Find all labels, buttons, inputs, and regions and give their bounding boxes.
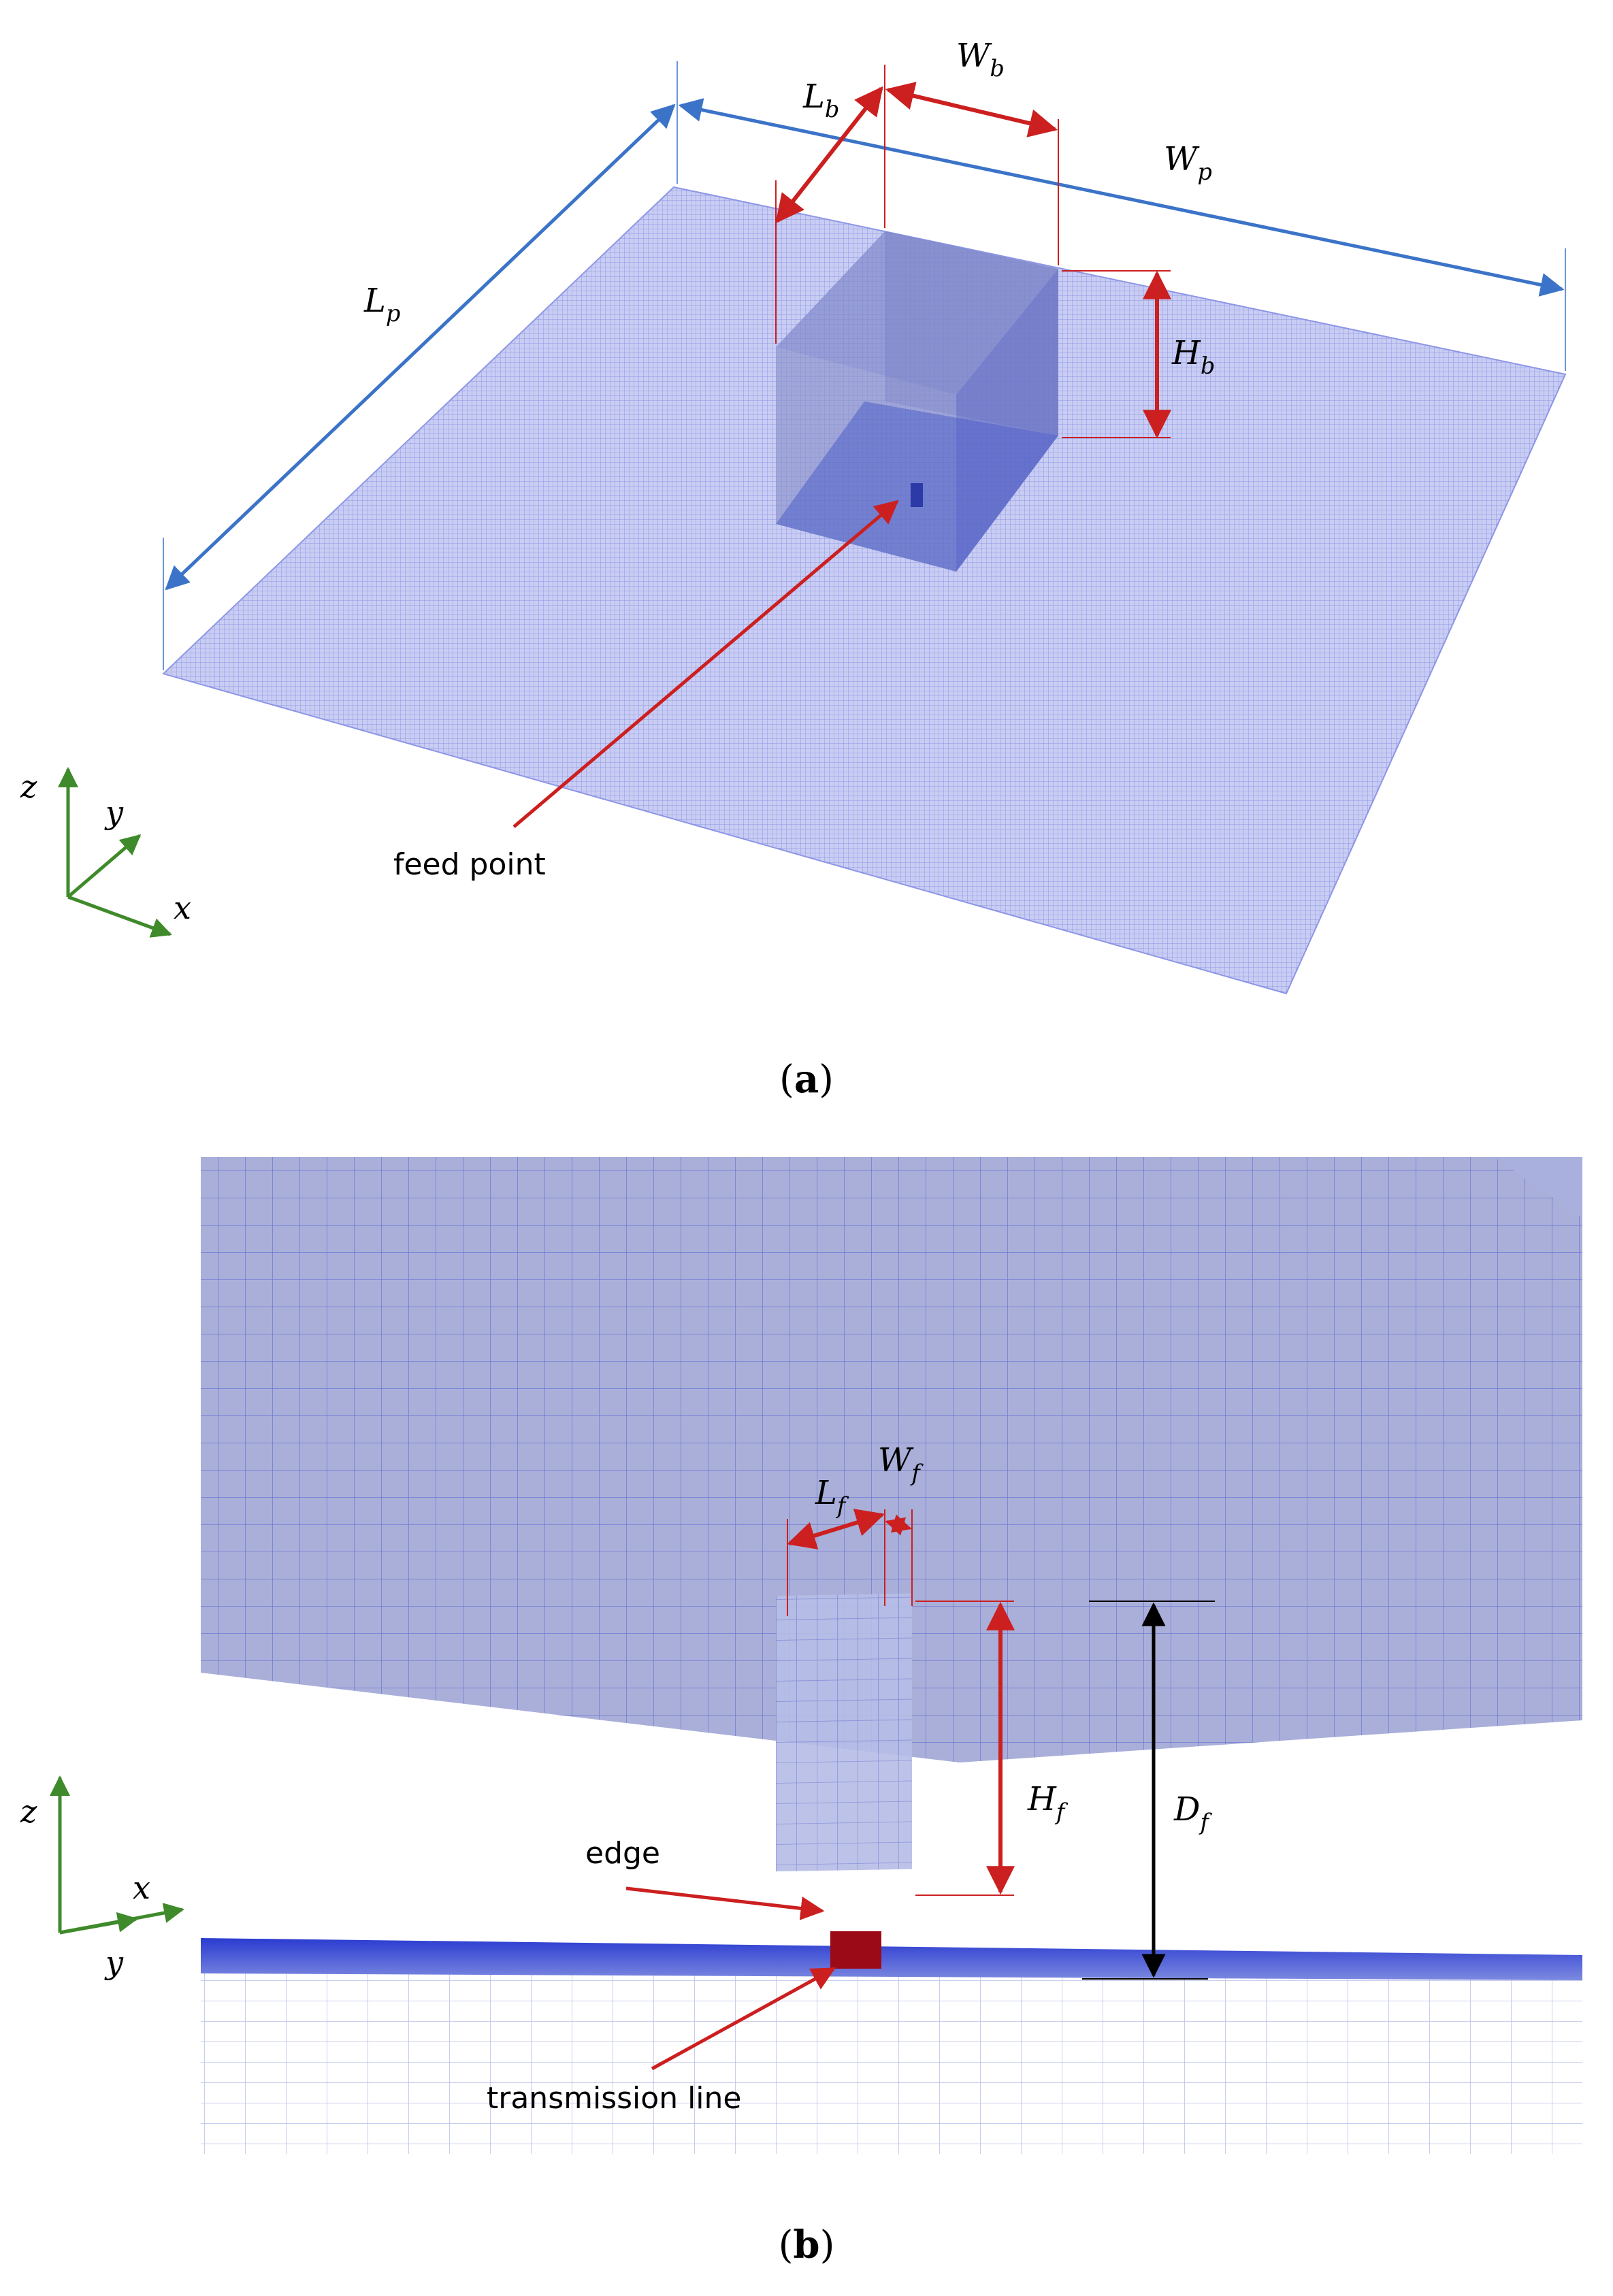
lb-arrow: [775, 86, 883, 224]
lp-arrow: [165, 103, 676, 591]
label-df: Df: [1173, 1790, 1212, 1835]
wb-arrow: [885, 82, 1058, 137]
transmission-line-label: transmission line: [487, 2081, 741, 2116]
axes-b: z x y: [20, 1775, 184, 1981]
panel-b: Lf Wf Hf Df edge transmission line z: [20, 1157, 1582, 2267]
axis-b-z-label: z: [20, 1793, 37, 1830]
axis-a-z-label: z: [20, 768, 37, 805]
floor-edge: [201, 1938, 1582, 1980]
axis-b-y-label: y: [104, 1944, 124, 1981]
feed-point-arrow: [512, 499, 899, 828]
ceiling-plane: [201, 1157, 1582, 1762]
lf-arrow: [786, 1509, 885, 1549]
ceiling-corner: [1494, 1157, 1582, 1218]
axis-a-y-label: y: [104, 794, 124, 831]
label-hb: Hb: [1171, 334, 1215, 379]
label-wf: Wf: [878, 1441, 924, 1486]
label-lp: Lp: [363, 282, 400, 327]
caption-a: (a): [779, 1057, 834, 1102]
label-hf: Hf: [1027, 1780, 1069, 1825]
label-lb: Lb: [802, 78, 839, 122]
edge-label: edge: [585, 1836, 660, 1871]
axis-b-x-label: x: [133, 1869, 150, 1906]
feed-strip: [776, 1593, 912, 1872]
axis-a-x-label: x: [174, 889, 191, 926]
feed-point-label: feed point: [393, 847, 546, 882]
transmission-line-block: [830, 1931, 881, 1969]
axes-a: z y x: [20, 767, 191, 938]
feed-block: [911, 483, 923, 507]
panel-a: Lp Wp Lb Wb Hb feed point: [20, 37, 1567, 1102]
label-wb: Wb: [956, 37, 1005, 82]
label-wp: Wp: [1164, 140, 1212, 185]
floor-plane: [201, 1946, 1582, 2154]
edge-arrow: [625, 1886, 825, 1920]
caption-b: (b): [779, 2223, 835, 2267]
transmission-line-arrow: [651, 1967, 836, 2071]
wf-arrow: [885, 1514, 912, 1536]
